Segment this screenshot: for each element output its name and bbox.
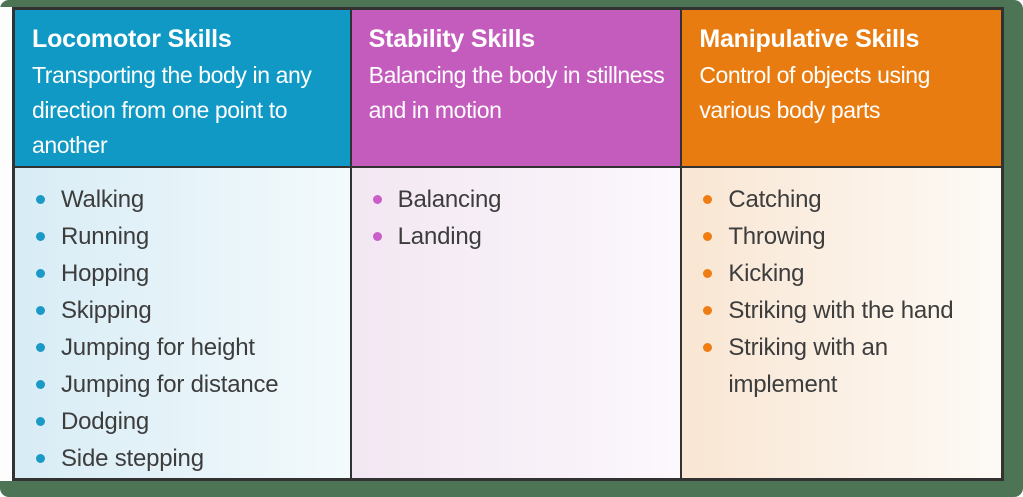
stability-header: Stability Skills Balancing the body in s…	[351, 10, 681, 168]
skill-item-label: Hopping	[61, 260, 150, 287]
bullet-icon	[36, 306, 45, 315]
manipulative-title: Manipulative Skills	[699, 25, 920, 53]
column-locomotor: Locomotor Skills Transporting the body i…	[15, 10, 350, 478]
skill-item: Jumping for distance	[34, 366, 342, 403]
skill-item: Striking with an implement	[701, 329, 993, 403]
skill-item: Balancing	[371, 181, 673, 218]
skill-item: Throwing	[701, 218, 993, 255]
locomotor-header: Locomotor Skills Transporting the body i…	[15, 10, 350, 168]
skill-item-label: Balancing	[397, 186, 502, 213]
skills-table: Locomotor Skills Transporting the body i…	[12, 7, 1004, 481]
column-stability: Stability Skills Balancing the body in s…	[351, 10, 681, 478]
skill-item-label: Walking	[61, 186, 145, 213]
skill-item: Landing	[371, 218, 673, 255]
column-manipulative: Manipulative Skills Control of objects u…	[682, 10, 1001, 478]
manipulative-description: Control of objects using various body pa…	[699, 62, 931, 123]
stability-description: Balancing the body in stillness and in m…	[368, 62, 665, 123]
skill-item-label: Skipping	[61, 297, 152, 324]
bullet-icon	[36, 343, 45, 352]
bullet-icon	[36, 195, 45, 204]
skill-item: Walking	[34, 181, 342, 218]
left-margin-strip	[0, 7, 12, 481]
locomotor-title: Locomotor Skills	[32, 25, 232, 53]
skill-item-label: Jumping for height	[61, 334, 255, 361]
skill-item-label: Throwing	[728, 223, 826, 250]
skill-item-label: Catching	[728, 186, 822, 213]
skill-item: Dodging	[34, 403, 342, 440]
bullet-icon	[372, 232, 382, 241]
skill-item-label: Landing	[397, 223, 482, 250]
skill-item: Side stepping	[34, 440, 342, 477]
skill-item: Skipping	[34, 292, 342, 329]
bullet-icon	[36, 417, 45, 426]
bullet-icon	[36, 269, 45, 278]
bullet-icon	[36, 232, 45, 241]
skill-item: Jumping for height	[34, 329, 342, 366]
skill-item-label: Dodging	[61, 408, 150, 435]
skill-item: Hopping	[34, 255, 342, 292]
bullet-icon	[703, 195, 713, 204]
skill-item-label: Kicking	[728, 260, 805, 287]
bullet-icon	[703, 306, 713, 315]
skill-item: Catching	[701, 181, 993, 218]
skill-item-label: Jumping for distance	[61, 371, 279, 398]
skill-item: Kicking	[701, 255, 993, 292]
skill-item-label: Running	[61, 223, 150, 250]
bullet-icon	[703, 232, 713, 241]
skill-item-label: Side stepping	[61, 445, 204, 472]
manipulative-header: Manipulative Skills Control of objects u…	[682, 10, 1001, 168]
skill-item: Striking with the hand	[701, 292, 993, 329]
bullet-icon	[36, 454, 45, 463]
skill-item: Running	[34, 218, 342, 255]
bullet-icon	[36, 380, 45, 389]
locomotor-description: Transporting the body in any direction f…	[32, 62, 312, 158]
bullet-icon	[703, 343, 713, 352]
bullet-icon	[703, 269, 713, 278]
stability-title: Stability Skills	[368, 25, 536, 53]
bullet-icon	[372, 195, 382, 204]
skill-item-label: Striking with an implement	[728, 334, 888, 398]
skill-item-label: Striking with the hand	[728, 297, 954, 324]
